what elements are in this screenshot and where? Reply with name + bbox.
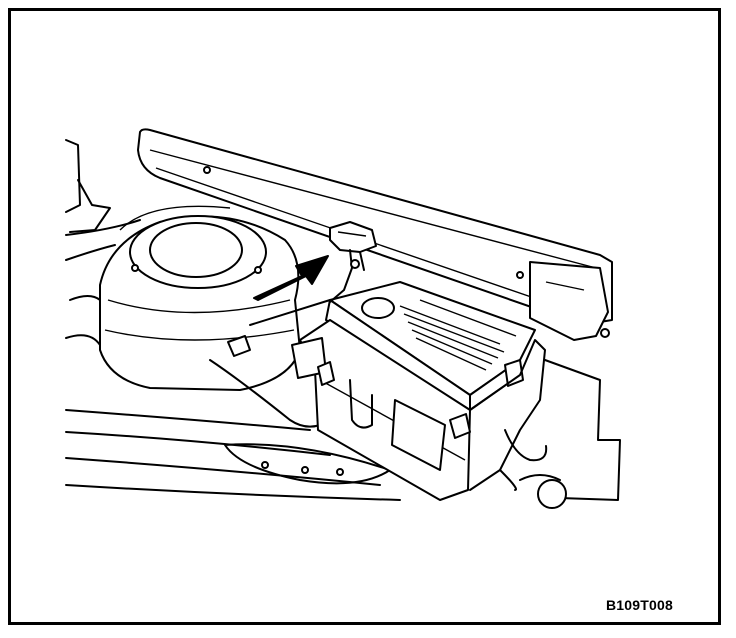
pointer-arrow [253, 255, 329, 301]
latch-bracket [329, 221, 377, 303]
cowl-panel [137, 128, 613, 341]
figure-code: B109T008 [606, 597, 673, 613]
fuse-box [291, 281, 548, 501]
left-structure [65, 139, 141, 346]
inner-fender [65, 299, 401, 501]
right-bracket [519, 359, 621, 509]
strut-tower [99, 205, 301, 391]
